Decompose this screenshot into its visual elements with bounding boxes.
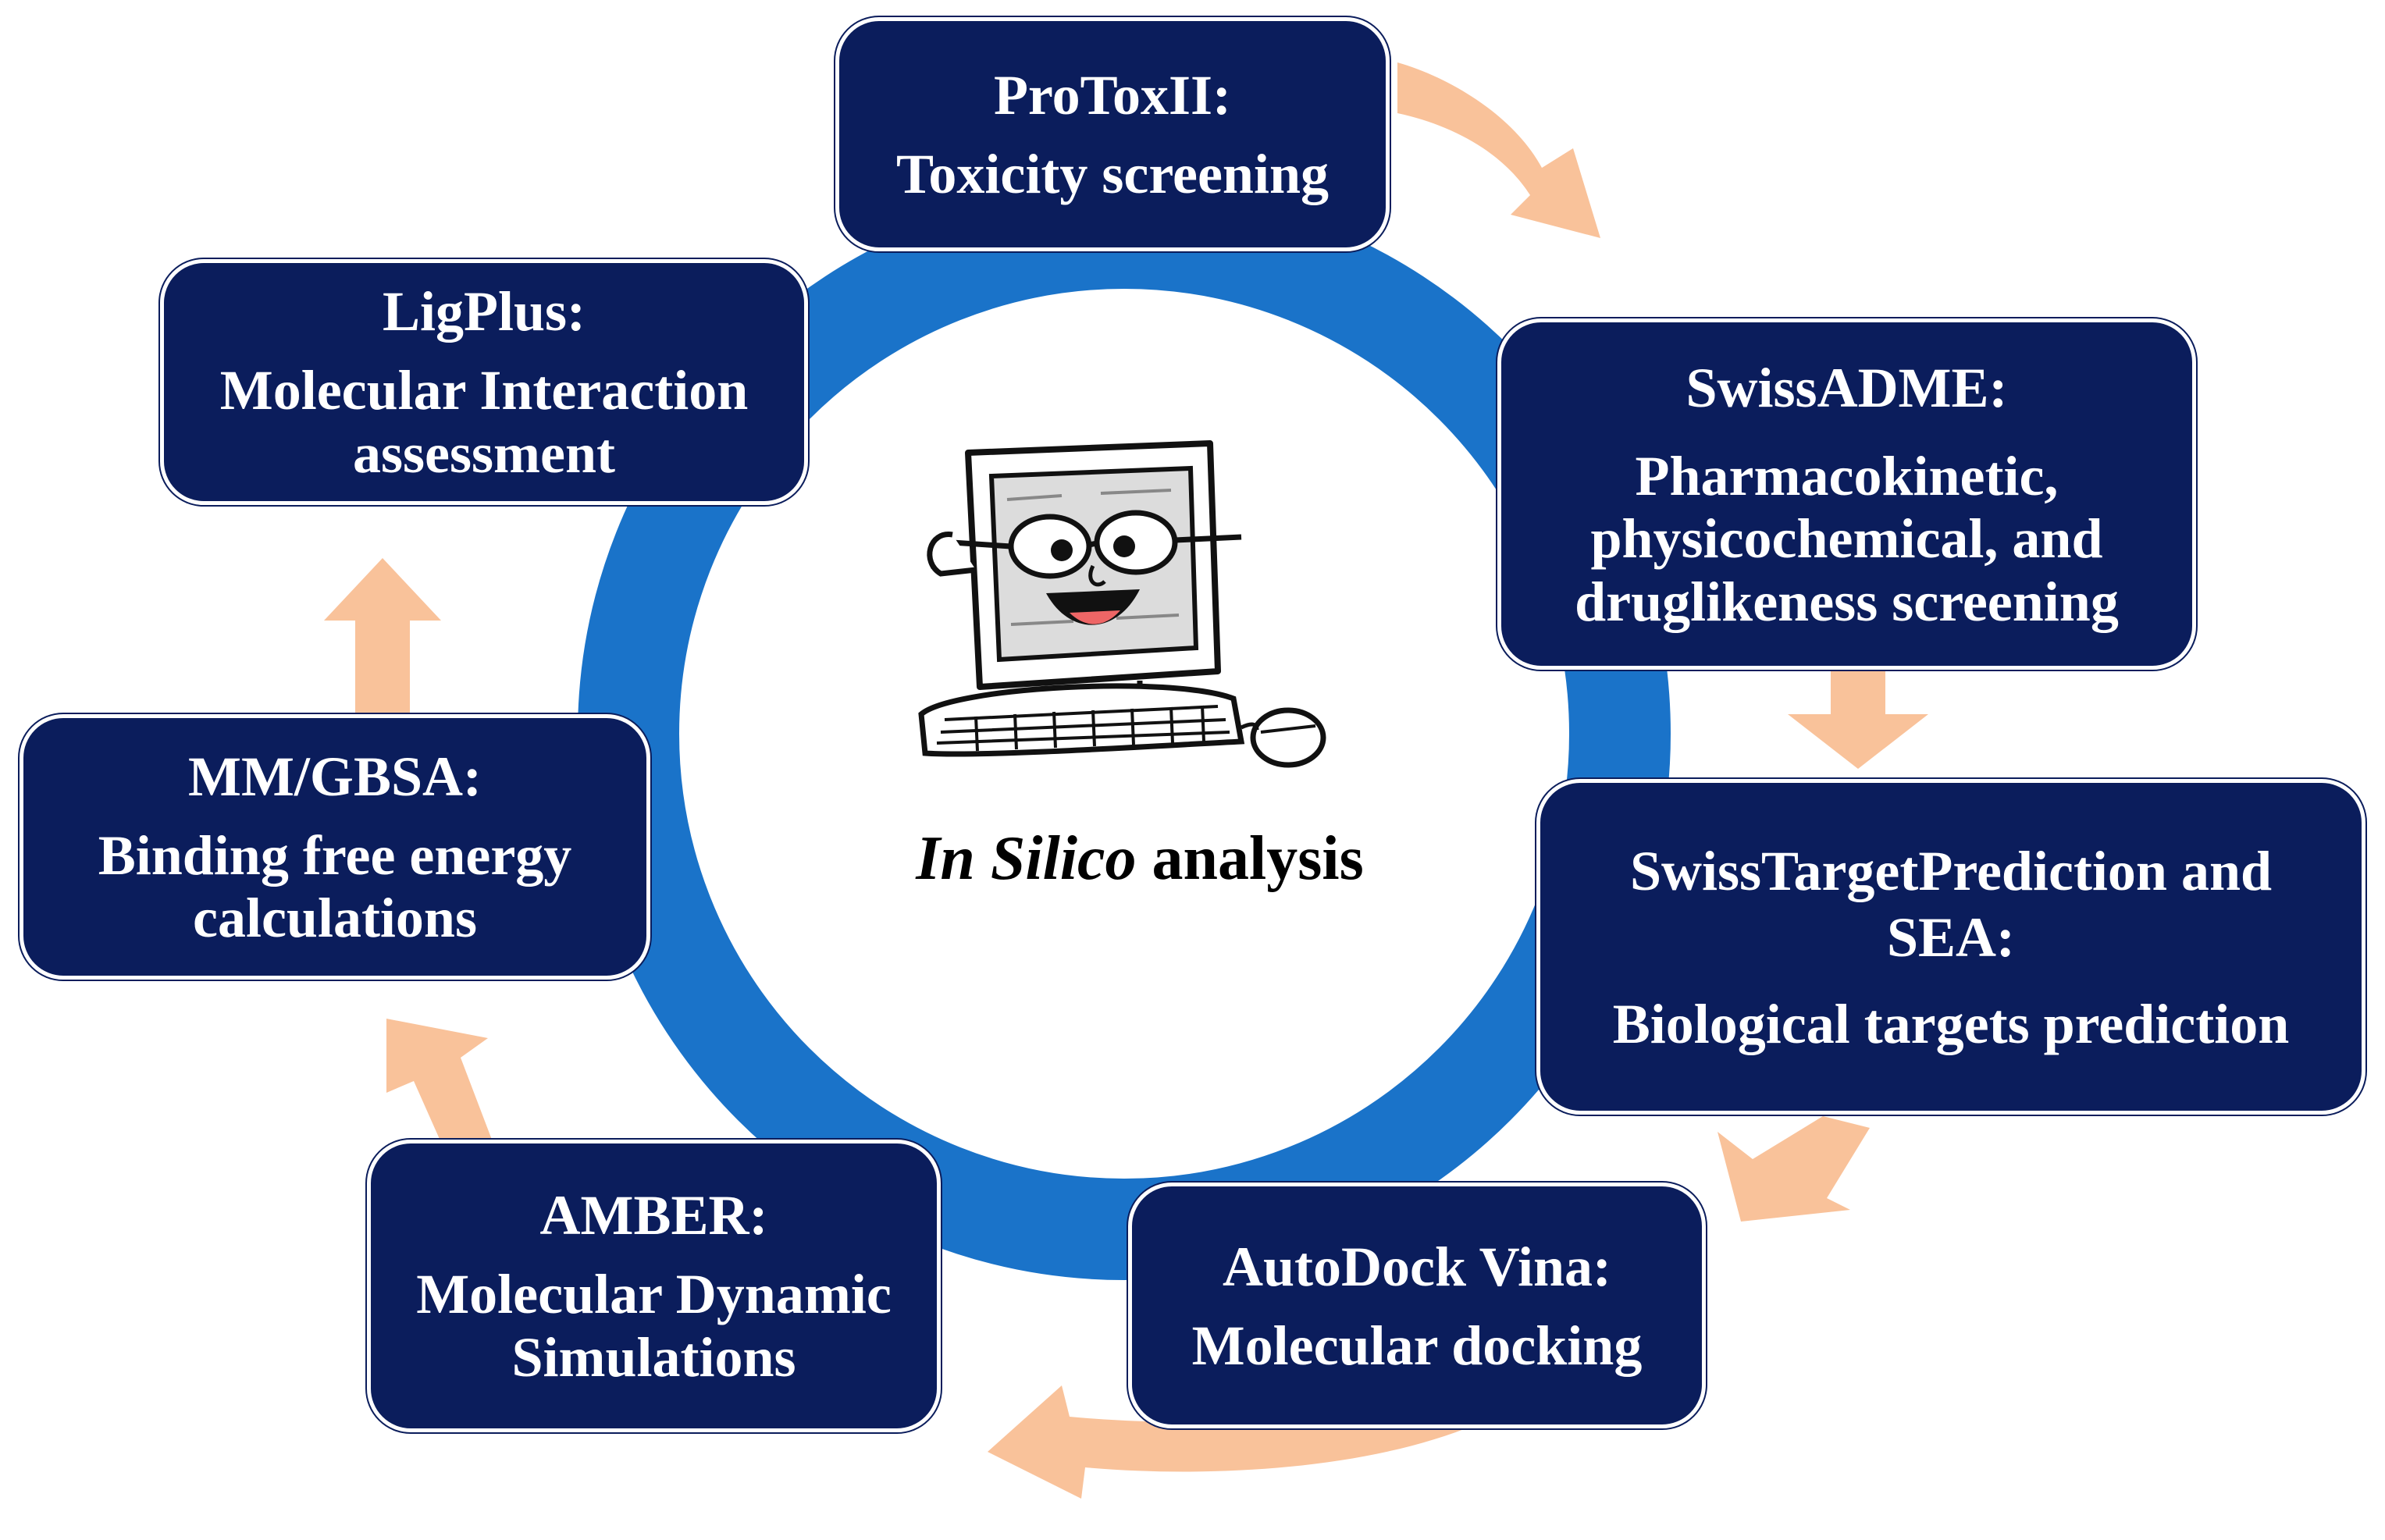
arrow-mmgbsa-to-ligplus [324,558,441,714]
arrow-swisstarget-to-autodock [1718,1116,1870,1222]
step-protox: ProToxII: Toxicity screening [835,17,1390,251]
step-amber: AMBER: Molecular Dynamic Simulations [367,1140,941,1432]
swissadme-title: SwissADME: [1686,356,2008,419]
autodock-title: AutoDock Vina: [1222,1235,1612,1298]
swisstarget-title-line-2: SEA: [1886,905,2016,969]
swissadme-desc-line-3: druglikeness screening [1575,570,2119,633]
swissadme-desc-line-2: physicochemical, and [1590,507,2103,571]
ligplus-desc-line-2: assessment [352,421,615,485]
protox-desc: Toxicity screening [896,143,1329,206]
ligplus-title: LigPlus: [382,280,586,343]
computer-mascot-icon [918,440,1326,768]
step-swisstarget: SwissTargetPrediction and SEA: Biologica… [1536,779,2365,1115]
mmgbsa-title: MM/GBSA: [188,745,482,808]
step-autodock: AutoDock Vina: Molecular docking [1128,1183,1706,1428]
center-label-rest: analysis [1152,824,1364,893]
mmgbsa-desc-line-1: Binding free energy [98,823,572,887]
amber-desc-line-2: Simulations [511,1325,796,1389]
step-swissadme: SwissADME: Pharmacokinetic, physicochemi… [1497,318,2196,670]
arrow-amber-to-mmgbsa [386,1019,492,1151]
autodock-desc: Molecular docking [1191,1314,1643,1377]
amber-desc-line-1: Molecular Dynamic [416,1263,892,1326]
swisstarget-title-line-1: SwissTargetPrediction and [1629,839,2273,902]
mmgbsa-desc-line-2: calculations [192,887,477,950]
arrow-swissadme-to-swisstarget [1788,671,1928,769]
step-mmgbsa: MM/GBSA: Binding free energy calculation… [20,714,650,980]
center-label: In Silico analysis [828,823,1452,894]
protox-title: ProToxII: [993,64,1232,127]
amber-title: AMBER: [539,1184,768,1247]
ligplus-desc-line-1: Molecular Interaction [219,359,749,422]
swissadme-desc-line-1: Pharmacokinetic, [1635,444,2059,507]
swisstarget-desc: Biological targets prediction [1612,992,2290,1055]
center-label-italic: In Silico [916,824,1137,893]
arrow-protox-to-swissadme [1397,62,1600,238]
step-ligplus: LigPlus: Molecular Interaction assessmen… [160,259,808,505]
